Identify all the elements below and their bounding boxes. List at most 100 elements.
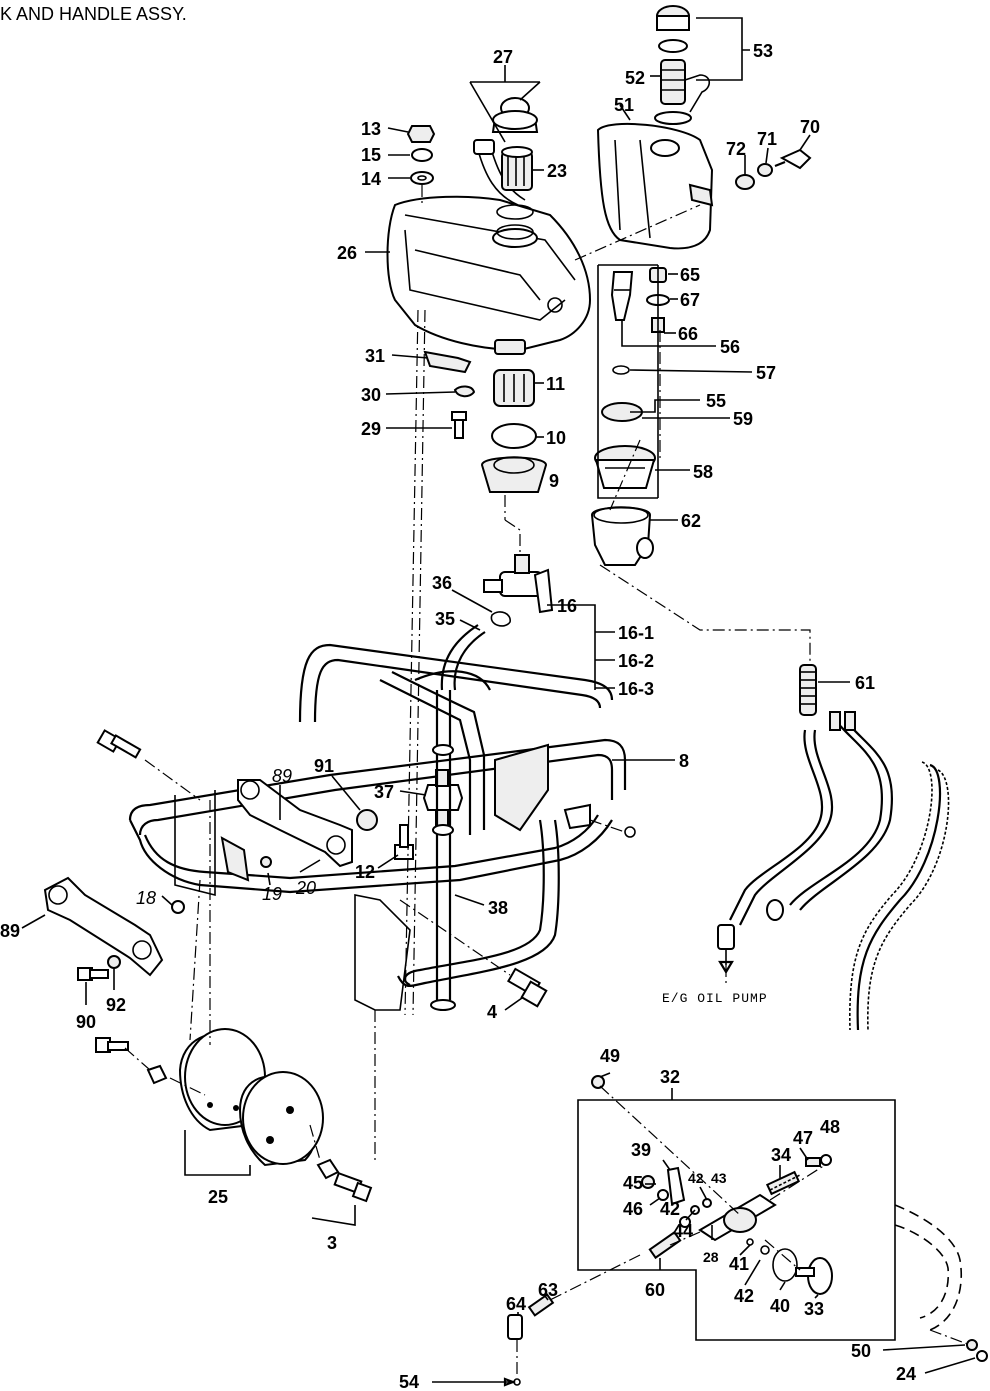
label-42-lower: 42 [734,1286,754,1306]
grommet-91 [356,809,378,831]
label-4: 4 [487,1002,497,1022]
label-46: 46 [623,1199,643,1219]
handle-frame [128,643,627,1011]
fuel-cap [473,97,539,206]
label-13: 13 [361,119,381,139]
fuel-cock-16 [483,554,554,614]
oil-cap-assembly [654,5,711,125]
wire-harness [717,711,893,975]
label-54: 54 [399,1372,419,1391]
label-29: 29 [361,419,381,439]
label-9: 9 [549,471,559,491]
label-53: 53 [753,41,773,61]
hose-spring-61 [799,664,817,716]
hose-clip-36 [490,611,511,627]
fuel-strainer [501,146,533,191]
spring-60 [648,1230,682,1260]
label-70: 70 [800,117,820,137]
label-18: 18 [136,888,156,908]
bolt-top-left [96,729,142,759]
label-59: 59 [733,409,753,429]
oil-tank [596,122,714,250]
oil-filter-58 [594,445,656,489]
label-26: 26 [337,243,357,263]
bolt-12 [394,824,414,860]
label-14: 14 [361,169,381,189]
label-61: 61 [855,673,875,693]
label-16-3: 16-3 [618,679,654,699]
throttle-knob-33 [795,1257,833,1295]
label-89-frame: 89 [272,766,292,786]
diagram-title: K AND HANDLE ASSY. [0,4,187,24]
label-49: 49 [600,1046,620,1066]
label-60: 60 [645,1280,665,1300]
screw-50 [966,1339,978,1351]
handle-bracket-89a [237,779,353,868]
eg-oil-pump-note: E/G OIL PUMP [662,991,768,1006]
label-37: 37 [374,782,394,802]
label-27: 27 [493,47,513,67]
label-25: 25 [208,1187,228,1207]
label-92: 92 [106,995,126,1015]
bolt-3 [316,1158,373,1203]
label-20: 20 [295,878,316,898]
label-71: 71 [757,129,777,149]
label-16-2: 16-2 [618,651,654,671]
handle-bracket-89b [43,876,164,977]
fuel-hose-35 [453,631,486,691]
label-3: 3 [327,1233,337,1253]
label-39: 39 [631,1140,651,1160]
label-58: 58 [693,462,713,482]
label-34: 34 [771,1145,791,1165]
label-50: 50 [851,1341,871,1361]
label-62: 62 [681,511,701,531]
oil-tank-bolt-set [735,148,812,190]
label-52: 52 [625,68,645,88]
coiled-tube [849,761,950,1031]
label-31: 31 [365,346,385,366]
cap-18 [171,900,185,914]
drum-25 [178,1028,324,1167]
label-35: 35 [435,609,455,629]
washer-19 [260,856,272,868]
cable-end-64 [507,1293,555,1386]
label-91: 91 [314,756,334,776]
group-bracket-55 [597,265,658,499]
throttle-lever [666,1166,801,1242]
tank-bracket [423,350,476,439]
o-ring [496,204,534,220]
bolt-4 [507,967,548,1008]
label-42-upper: 42 [688,1170,704,1186]
nut-washer-set [406,125,436,185]
label-36: 36 [432,573,452,593]
label-51: 51 [614,95,634,115]
leader-lines [21,17,976,1387]
washer-92 [107,955,121,969]
label-16-1: 16-1 [618,623,654,643]
oil-valve-parts [610,267,670,333]
label-44: 44 [673,1221,693,1241]
label-16: 16 [557,596,577,616]
label-12: 12 [355,862,375,882]
label-32: 32 [660,1067,680,1087]
label-56: 56 [720,337,740,357]
label-45: 45 [623,1173,643,1193]
label-11: 11 [546,374,565,394]
throttle-box-32 [577,1099,896,1341]
label-42-middle: 42 [660,1199,680,1219]
label-38: 38 [488,898,508,918]
bracket-plate [220,836,250,882]
label-23: 23 [547,161,567,181]
label-47: 47 [793,1128,813,1148]
label-10: 10 [546,428,566,448]
fuel-tank [386,195,592,355]
filter-cup [480,369,548,493]
bolt-90 [77,967,109,981]
label-8: 8 [679,751,689,771]
label-57: 57 [756,363,776,383]
label-24: 24 [896,1364,916,1384]
label-41: 41 [729,1254,749,1274]
label-33: 33 [804,1299,824,1319]
label-15: 15 [361,145,381,165]
